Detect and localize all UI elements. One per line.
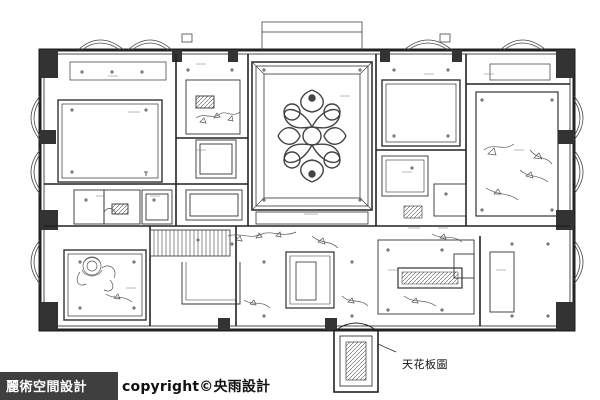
structural-columns bbox=[40, 50, 574, 330]
entrance-vestibule bbox=[333, 322, 397, 393]
annotation-marks bbox=[96, 63, 524, 289]
room-lower-right bbox=[377, 239, 515, 315]
ceiling-medallion bbox=[277, 89, 347, 183]
rose-pattern bbox=[76, 256, 116, 292]
rooms-lower-left-upper bbox=[73, 189, 173, 225]
leaf-ornaments bbox=[103, 111, 553, 309]
bay-windows-top bbox=[77, 21, 547, 51]
plan-title: 天花板圖 bbox=[402, 358, 448, 371]
room-upper-middle-left bbox=[185, 79, 243, 221]
bay-windows-sides bbox=[30, 95, 584, 285]
central-ornamental-ceiling bbox=[251, 61, 373, 225]
copyright-text: copyright©央雨設計 bbox=[122, 379, 271, 395]
room-lower-left bbox=[63, 249, 147, 321]
light-fixtures bbox=[70, 68, 554, 318]
staircase bbox=[149, 229, 231, 257]
room-upper-right bbox=[381, 63, 559, 219]
corridor-lower-center bbox=[181, 251, 335, 309]
brand-watermark: 麗術空間設計 bbox=[6, 380, 88, 395]
room-top-left bbox=[57, 61, 167, 183]
footer-brand-bar bbox=[0, 372, 118, 400]
